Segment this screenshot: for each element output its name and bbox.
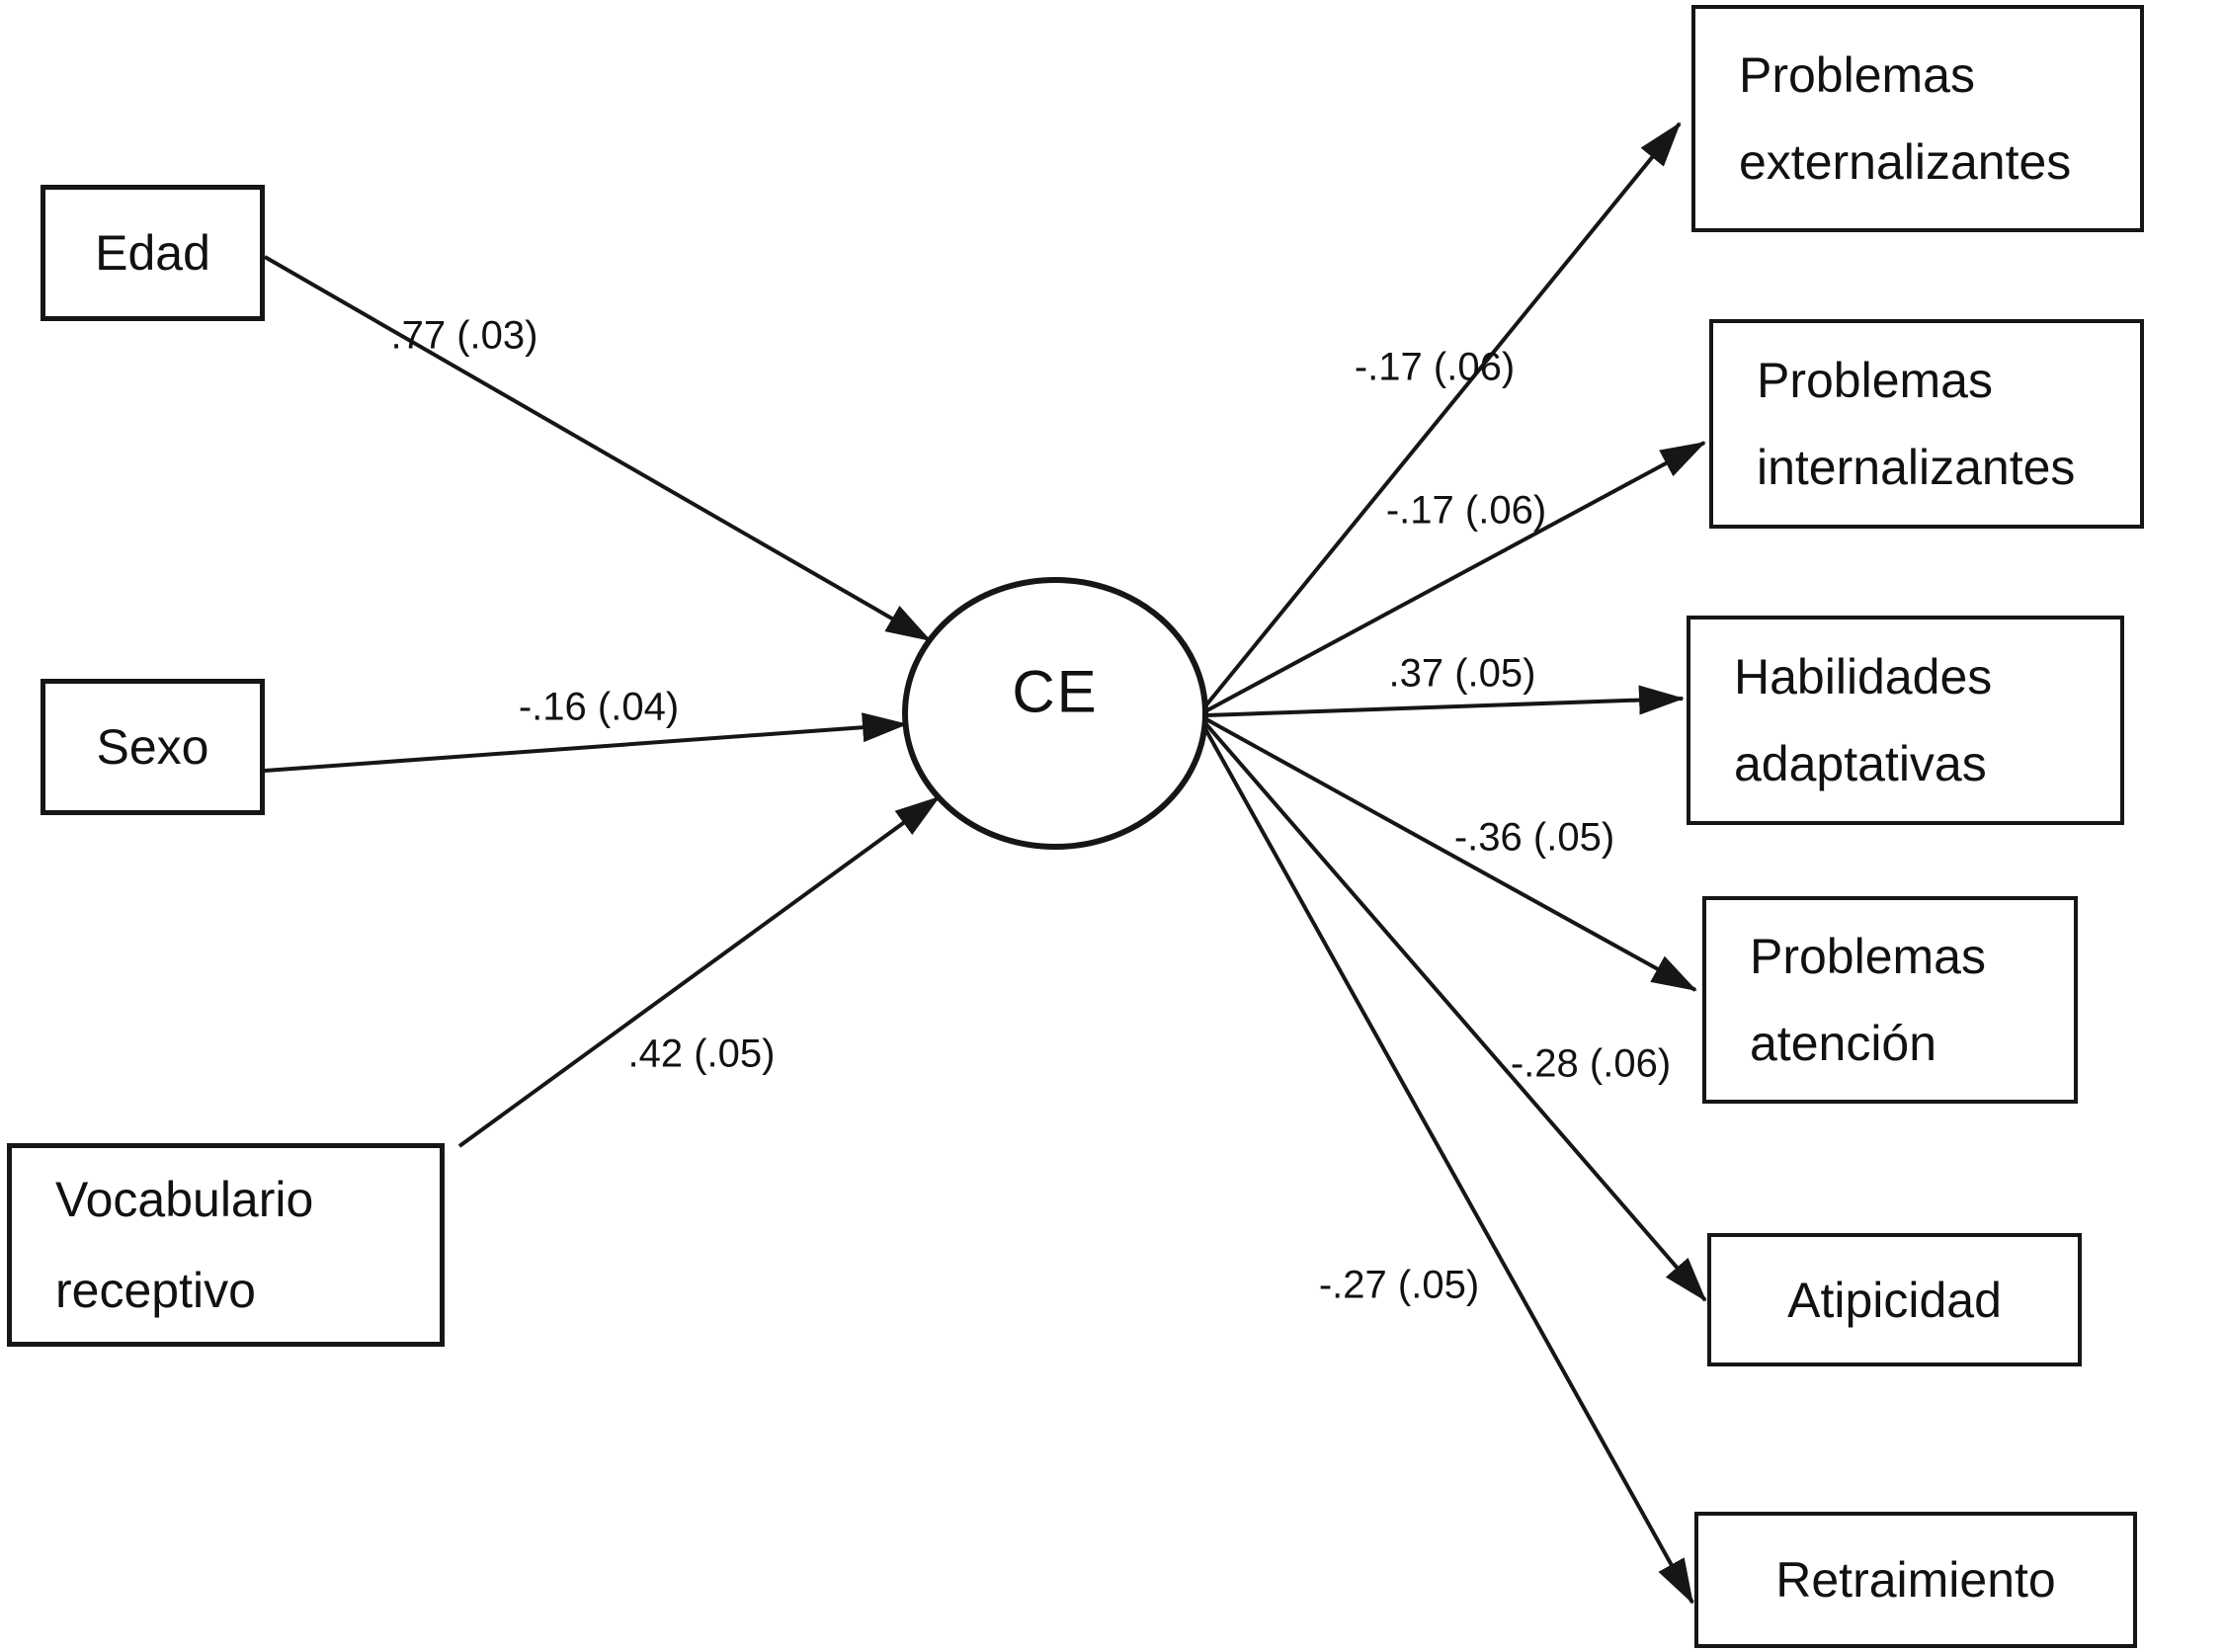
node-edad: Edad (41, 185, 265, 321)
node-problemas-internalizantes: Problemas internalizantes (1709, 319, 2144, 529)
node-ce-label: CE (1012, 658, 1099, 725)
node-vocabulario-line2: receptivo (55, 1263, 256, 1318)
edge-label-vocabulario-ce: .42 (.05) (627, 1032, 776, 1076)
node-vocabulario-receptivo: Vocabulario receptivo (7, 1143, 445, 1347)
node-problemas-externalizantes-line2: externalizantes (1739, 134, 2072, 190)
edge-label-ce-problemas-atencion: -.36 (.05) (1453, 815, 1615, 860)
edge-label-ce-problemas-externalizantes: -.17 (.06) (1354, 345, 1516, 389)
edge-vocabulario-ce (457, 795, 941, 1148)
edge-ce-atipicidad (1203, 721, 1707, 1302)
edge-label-ce-habilidades-adaptativas: .37 (.05) (1388, 651, 1536, 696)
node-habilidades-adaptativas: Habilidades adaptativas (1687, 616, 2124, 825)
edge-ce-problemas-internalizantes (1204, 441, 1706, 713)
edge-label-ce-retraimiento: -.27 (.05) (1318, 1263, 1480, 1307)
node-sexo-label: Sexo (96, 719, 209, 775)
edge-ce-problemas-externalizantes (1202, 122, 1682, 709)
node-vocabulario-line1: Vocabulario (55, 1172, 314, 1227)
node-atipicidad: Atipicidad (1707, 1233, 2082, 1366)
node-retraimiento-label: Retraimiento (1775, 1552, 2056, 1608)
node-problemas-atencion-line1: Problemas (1750, 929, 1986, 984)
edge-sexo-ce (264, 712, 908, 773)
node-problemas-internalizantes-line2: internalizantes (1757, 440, 2076, 495)
node-problemas-internalizantes-line1: Problemas (1757, 353, 1993, 408)
node-problemas-externalizantes-line1: Problemas (1739, 47, 1975, 103)
edge-label-sexo-ce: -.16 (.04) (518, 685, 680, 729)
node-problemas-atencion: Problemas atención (1702, 896, 2078, 1104)
edge-label-edad-ce: .77 (.03) (390, 313, 538, 358)
node-sexo: Sexo (41, 679, 265, 815)
edge-label-ce-problemas-internalizantes: -.17 (.06) (1385, 488, 1547, 533)
node-atipicidad-label: Atipicidad (1787, 1272, 2002, 1328)
node-habilidades-adaptativas-line2: adaptativas (1734, 736, 1987, 791)
node-problemas-externalizantes: Problemas externalizantes (1691, 5, 2144, 232)
edge-ce-retraimiento (1202, 726, 1694, 1605)
edge-ce-habilidades-adaptativas (1205, 685, 1685, 717)
edge-ce-problemas-atencion (1205, 717, 1697, 992)
node-edad-label: Edad (95, 225, 210, 281)
edge-edad-ce (264, 255, 932, 642)
edge-label-ce-atipicidad: -.28 (.06) (1510, 1041, 1672, 1086)
node-problemas-atencion-line2: atención (1750, 1016, 1937, 1071)
node-habilidades-adaptativas-line1: Habilidades (1734, 649, 1993, 704)
node-retraimiento: Retraimiento (1694, 1512, 2137, 1648)
